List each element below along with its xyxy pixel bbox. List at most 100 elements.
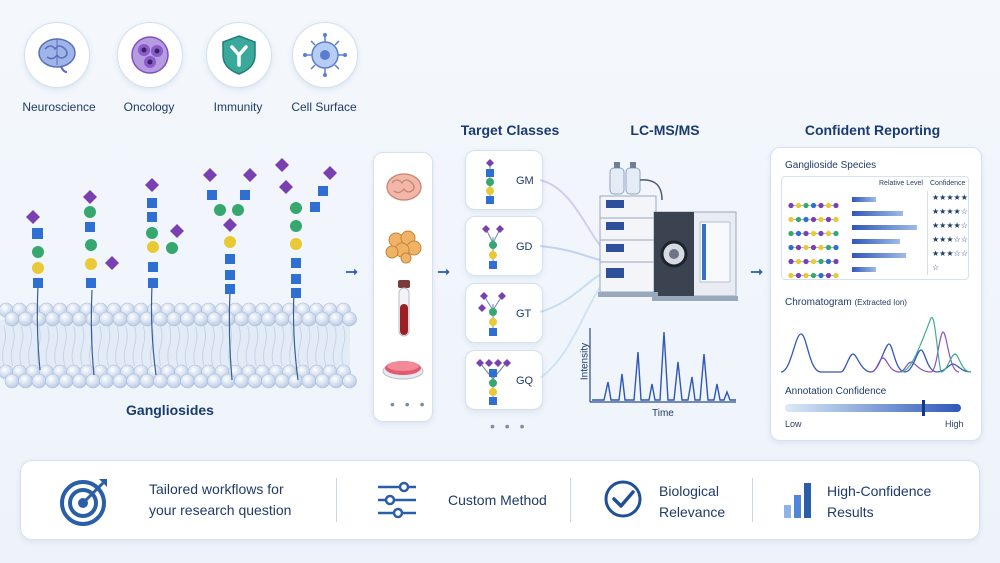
confidence-bar xyxy=(785,400,961,416)
reporting-panel: Ganglioside Species Relative Level Confi… xyxy=(770,147,982,441)
confidence-stars: ★★★☆☆ xyxy=(932,235,968,244)
confidence-stars: ★★★★☆ xyxy=(932,221,968,230)
ganglioside-chain-3 xyxy=(145,178,184,288)
chromatogram-title-main: Chromatogram xyxy=(785,297,852,308)
confidence-high: High xyxy=(945,419,964,429)
relative-level-bar xyxy=(852,239,900,244)
species-row: ★★★★☆ xyxy=(782,207,968,223)
application-label: Immunity xyxy=(213,100,263,114)
relative-level-bar xyxy=(852,211,903,216)
feature-tailored-line1: Tailored workflows for xyxy=(149,481,284,497)
confidence-title: Annotation Confidence xyxy=(785,386,887,397)
lipid-head xyxy=(261,373,276,389)
brain-icon xyxy=(24,22,90,88)
lipid-head xyxy=(45,311,60,327)
ganglioside-membrane: Gangliosides xyxy=(0,150,365,430)
lipid-head xyxy=(247,373,263,389)
lcms-instrument-icon xyxy=(592,160,742,310)
relative-level-bar xyxy=(852,197,876,202)
species-table: Relative Level Confidence ★★★★★★★★★☆★★★★… xyxy=(781,176,969,280)
lipid-tail xyxy=(97,325,102,367)
confidence-stars: ★★★☆☆ xyxy=(932,249,968,258)
lipid-tail xyxy=(202,325,207,367)
lipid-tail xyxy=(89,325,93,367)
feature-high-confidence-line2: Results xyxy=(827,504,874,520)
lipid-head xyxy=(288,311,303,327)
more-samples: • • • xyxy=(390,396,428,412)
lipid-head xyxy=(288,373,303,389)
lipid-tail xyxy=(332,325,337,367)
application-neuroscience xyxy=(24,22,90,88)
lipid-heads-top xyxy=(0,302,357,327)
glycan-glyph xyxy=(788,266,840,284)
lipid-head xyxy=(153,373,168,389)
lipid-head xyxy=(99,311,114,327)
lipid-head xyxy=(4,311,20,327)
feature-tailored: Tailored workflows for your research que… xyxy=(149,479,291,521)
ganglioside-chain-5 xyxy=(275,158,337,298)
lipid-tail xyxy=(2,325,6,367)
lipid-head xyxy=(85,311,101,327)
shield-icon xyxy=(206,22,272,88)
lipid-tail xyxy=(132,325,137,367)
class-card-gm: GM xyxy=(465,150,543,210)
class-card-gq: GQ xyxy=(465,350,543,410)
lipid-head xyxy=(166,373,182,389)
feature-biological-line1: Biological xyxy=(659,483,719,499)
lipid-tail xyxy=(10,325,15,367)
application-cell-surface xyxy=(292,22,358,88)
glycan-glyph xyxy=(788,224,840,242)
lipid-tail xyxy=(36,325,41,367)
feature-high-confidence-line1: High-Confidence xyxy=(827,483,932,499)
lcms-ylabel: Intensity xyxy=(579,342,591,381)
lipid-tail xyxy=(176,325,180,367)
cell-icon xyxy=(292,22,358,88)
lipid-tail xyxy=(149,325,154,367)
lipid-tail xyxy=(263,325,267,367)
lipid-heads-bottom xyxy=(0,364,357,389)
lipid-tail xyxy=(45,325,50,367)
application-label: Cell Surface xyxy=(291,100,357,114)
divider xyxy=(752,478,753,522)
arrow-right-icon: ➞ xyxy=(750,264,764,281)
species-row: ★★★★☆ xyxy=(782,221,968,237)
lipid-tail xyxy=(158,325,163,367)
feature-high-confidence: High-Confidence Results xyxy=(827,481,931,523)
divider xyxy=(570,478,571,522)
col-level: Relative Level xyxy=(879,180,923,187)
chromatogram-title-sub: (Extracted Ion) xyxy=(854,298,907,307)
relative-level-bar xyxy=(852,225,917,230)
tissue-icon xyxy=(384,228,424,269)
lipid-tail xyxy=(280,325,285,367)
class-label-gm: GM xyxy=(516,175,534,187)
lipid-head xyxy=(220,373,236,389)
samples-panel: • • • xyxy=(373,152,433,422)
lipid-head xyxy=(99,373,114,389)
lipid-tail xyxy=(297,325,302,367)
class-label-gq: GQ xyxy=(516,375,534,387)
lipid-tail xyxy=(315,325,320,367)
lipid-head xyxy=(328,311,344,327)
lipid-head xyxy=(180,311,195,327)
lipid-head xyxy=(315,373,330,389)
application-immunity xyxy=(206,22,272,88)
lipid-head xyxy=(342,311,357,327)
lipid-head xyxy=(72,311,87,327)
sliders-icon xyxy=(376,481,418,524)
chromatogram-title: Chromatogram (Extracted Ion) xyxy=(785,297,907,308)
species-row: ☆ xyxy=(782,263,968,279)
glycan-glyph xyxy=(788,210,840,228)
lipid-head xyxy=(261,311,276,327)
confidence-stars: ☆ xyxy=(932,263,940,272)
lipid-tail xyxy=(19,325,24,367)
ganglioside-chain-2 xyxy=(83,190,119,288)
lipid-head xyxy=(4,373,20,389)
lipid-head xyxy=(193,373,209,389)
lipid-tail xyxy=(236,325,241,367)
feature-tailored-line2: your research question xyxy=(149,502,292,518)
blood-tube-icon xyxy=(392,278,416,345)
lipid-tail xyxy=(210,325,215,367)
lipid-head xyxy=(45,373,60,389)
lipid-head xyxy=(112,311,128,327)
lipid-head xyxy=(247,311,263,327)
